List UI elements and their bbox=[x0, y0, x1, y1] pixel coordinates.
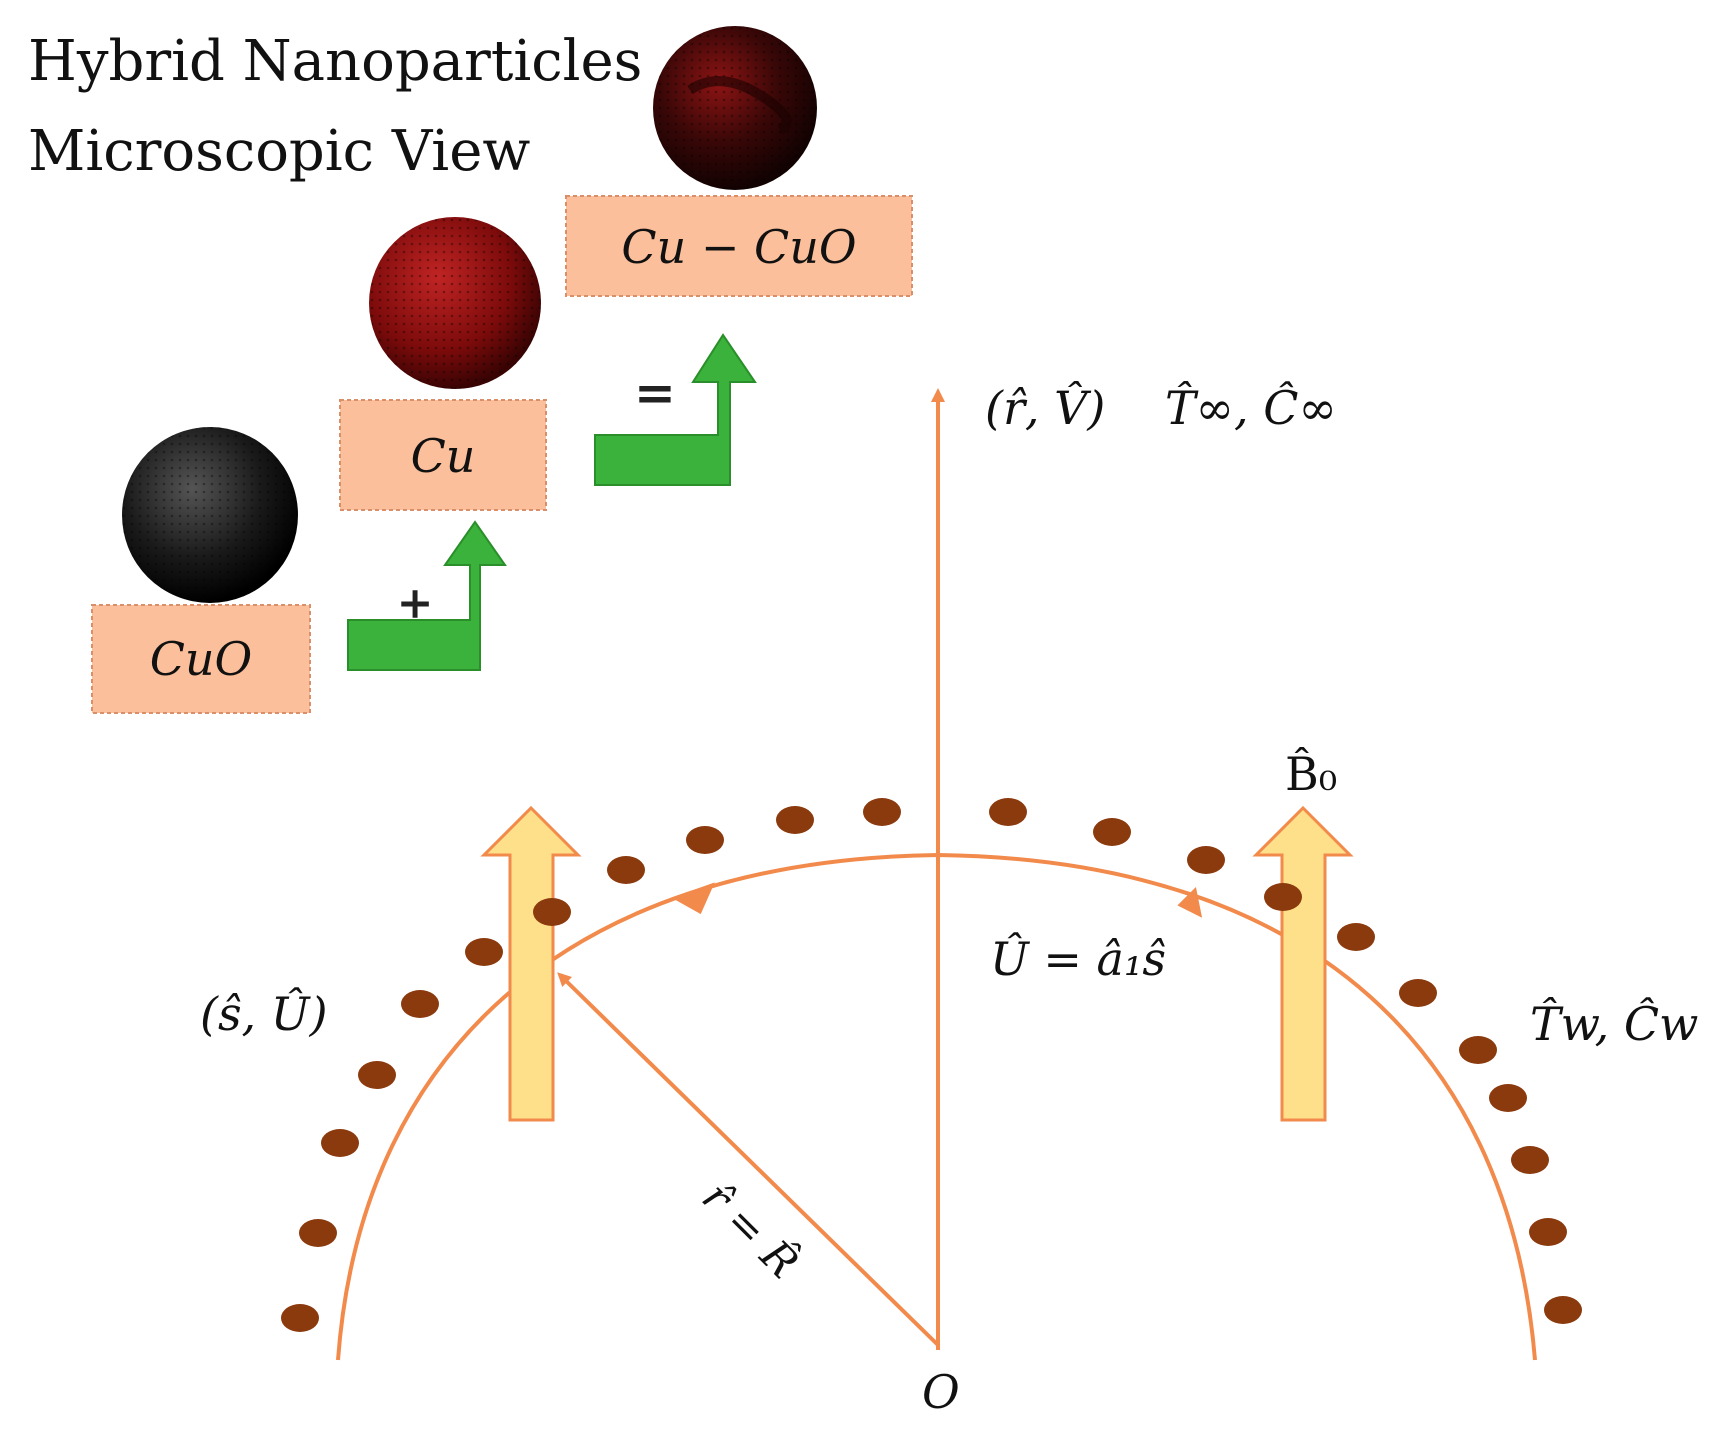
label-t-c-w: T̂w, Ĉw bbox=[1530, 996, 1698, 1051]
cuo-particle bbox=[122, 427, 298, 603]
nanoparticle-dot bbox=[607, 856, 645, 884]
label-s-u: (ŝ, Û) bbox=[200, 986, 328, 1041]
cuo-label: CuO bbox=[150, 632, 253, 686]
green-arrow-equals bbox=[594, 333, 757, 486]
hybrid-particle bbox=[653, 26, 817, 190]
nanoparticle-dot bbox=[1489, 1084, 1527, 1112]
label-b0: B̂₀ bbox=[1285, 747, 1337, 801]
nanoparticle-dot bbox=[281, 1304, 319, 1332]
label-origin: O bbox=[922, 1365, 960, 1419]
nanoparticle-dot bbox=[358, 1061, 396, 1089]
nanoparticle-dot bbox=[1264, 883, 1302, 911]
nanoparticle-dot bbox=[533, 898, 571, 926]
nanoparticle-dot bbox=[1337, 923, 1375, 951]
hybrid-label: Cu − CuO bbox=[621, 220, 856, 274]
nanoparticle-dot bbox=[776, 806, 814, 834]
nanoparticle-dot bbox=[299, 1219, 337, 1247]
label-u-eq: Û = â₁ŝ bbox=[990, 931, 1166, 986]
magnetic-arrow-right bbox=[1252, 805, 1354, 1122]
nanoparticle-dot bbox=[863, 798, 901, 826]
label-t-c-inf: T̂∞, Ĉ∞ bbox=[1165, 380, 1337, 435]
nanoparticle-dot bbox=[321, 1129, 359, 1157]
nanoparticle-dot bbox=[1529, 1218, 1567, 1246]
nanoparticle-dot bbox=[1093, 818, 1131, 846]
curve-arrow-left bbox=[671, 882, 715, 915]
cu-label: Cu bbox=[411, 429, 476, 483]
green-arrow-plus bbox=[347, 520, 507, 671]
cu-particle bbox=[369, 217, 541, 389]
nanoparticle-dot bbox=[1399, 979, 1437, 1007]
nanoparticle-dot bbox=[1459, 1036, 1497, 1064]
nanoparticle-dot bbox=[1511, 1146, 1549, 1174]
radius-line bbox=[557, 972, 940, 1347]
label-r-v: (r̂, V̂) bbox=[985, 381, 1105, 435]
title-line2: Microscopic View bbox=[28, 119, 530, 184]
nanoparticle-dot bbox=[686, 826, 724, 854]
title-line1: Hybrid Nanoparticles bbox=[28, 29, 642, 94]
nanoparticle-dot bbox=[1187, 846, 1225, 874]
nanoparticle-dot bbox=[401, 990, 439, 1018]
nanoparticle-dot bbox=[465, 938, 503, 966]
nanoparticle-dots bbox=[281, 798, 1582, 1332]
label-r-eq: r̂ = R̂ bbox=[693, 1171, 809, 1287]
equals-sign: = bbox=[634, 363, 676, 422]
curve-arrow-right bbox=[1177, 886, 1203, 918]
cu-label-box: Cu bbox=[339, 399, 547, 511]
nanoparticle-dot bbox=[1544, 1296, 1582, 1324]
nanoparticle-dot bbox=[989, 798, 1027, 826]
magnetic-arrow-left bbox=[480, 805, 582, 1122]
plus-sign: + bbox=[397, 578, 434, 629]
cuo-label-box: CuO bbox=[91, 604, 311, 714]
hybrid-label-box: Cu − CuO bbox=[565, 195, 913, 297]
surface-curve bbox=[336, 852, 1537, 1361]
